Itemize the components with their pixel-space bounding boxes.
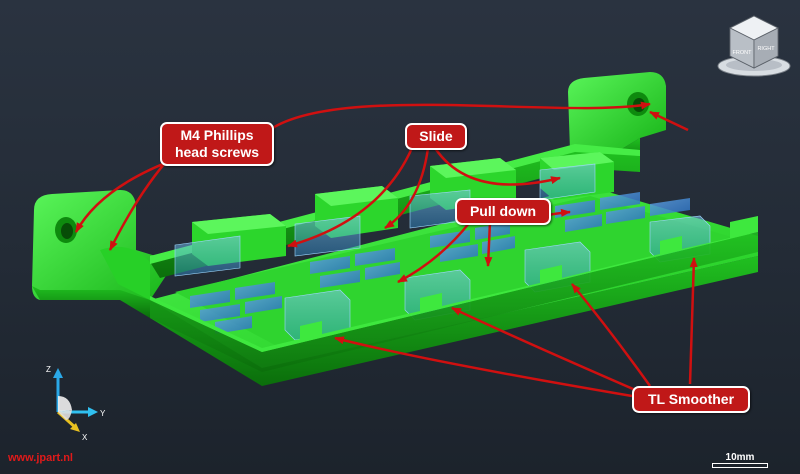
callout-screws-line2: head screws <box>174 144 260 160</box>
callout-slide: Slide <box>405 123 467 150</box>
axis-triad: Z Y X <box>46 366 106 442</box>
scale-label: 10mm <box>725 452 755 463</box>
view-cube-front-label[interactable]: FRONT <box>733 50 753 56</box>
scale-line <box>712 463 768 468</box>
left-mounting-bracket <box>32 190 175 318</box>
scale-bar: 10mm <box>712 452 768 468</box>
axis-z-label: Z <box>46 366 51 374</box>
view-cube-right-label[interactable]: RIGHT <box>757 46 775 52</box>
callout-tl-smoother: TL Smoother <box>632 386 750 413</box>
callout-screws-line1: M4 Phillips <box>180 127 254 143</box>
blue-block-grid <box>190 192 690 334</box>
axis-x-label: X <box>82 433 88 442</box>
callout-pull-down: Pull down <box>455 198 551 225</box>
axis-y-label: Y <box>100 409 106 418</box>
watermark: www.jpart.nl <box>8 452 73 464</box>
view-cube[interactable]: FRONT RIGHT <box>716 10 792 78</box>
callout-m4-phillips-head-screws: M4 Phillips head screws <box>160 122 274 166</box>
